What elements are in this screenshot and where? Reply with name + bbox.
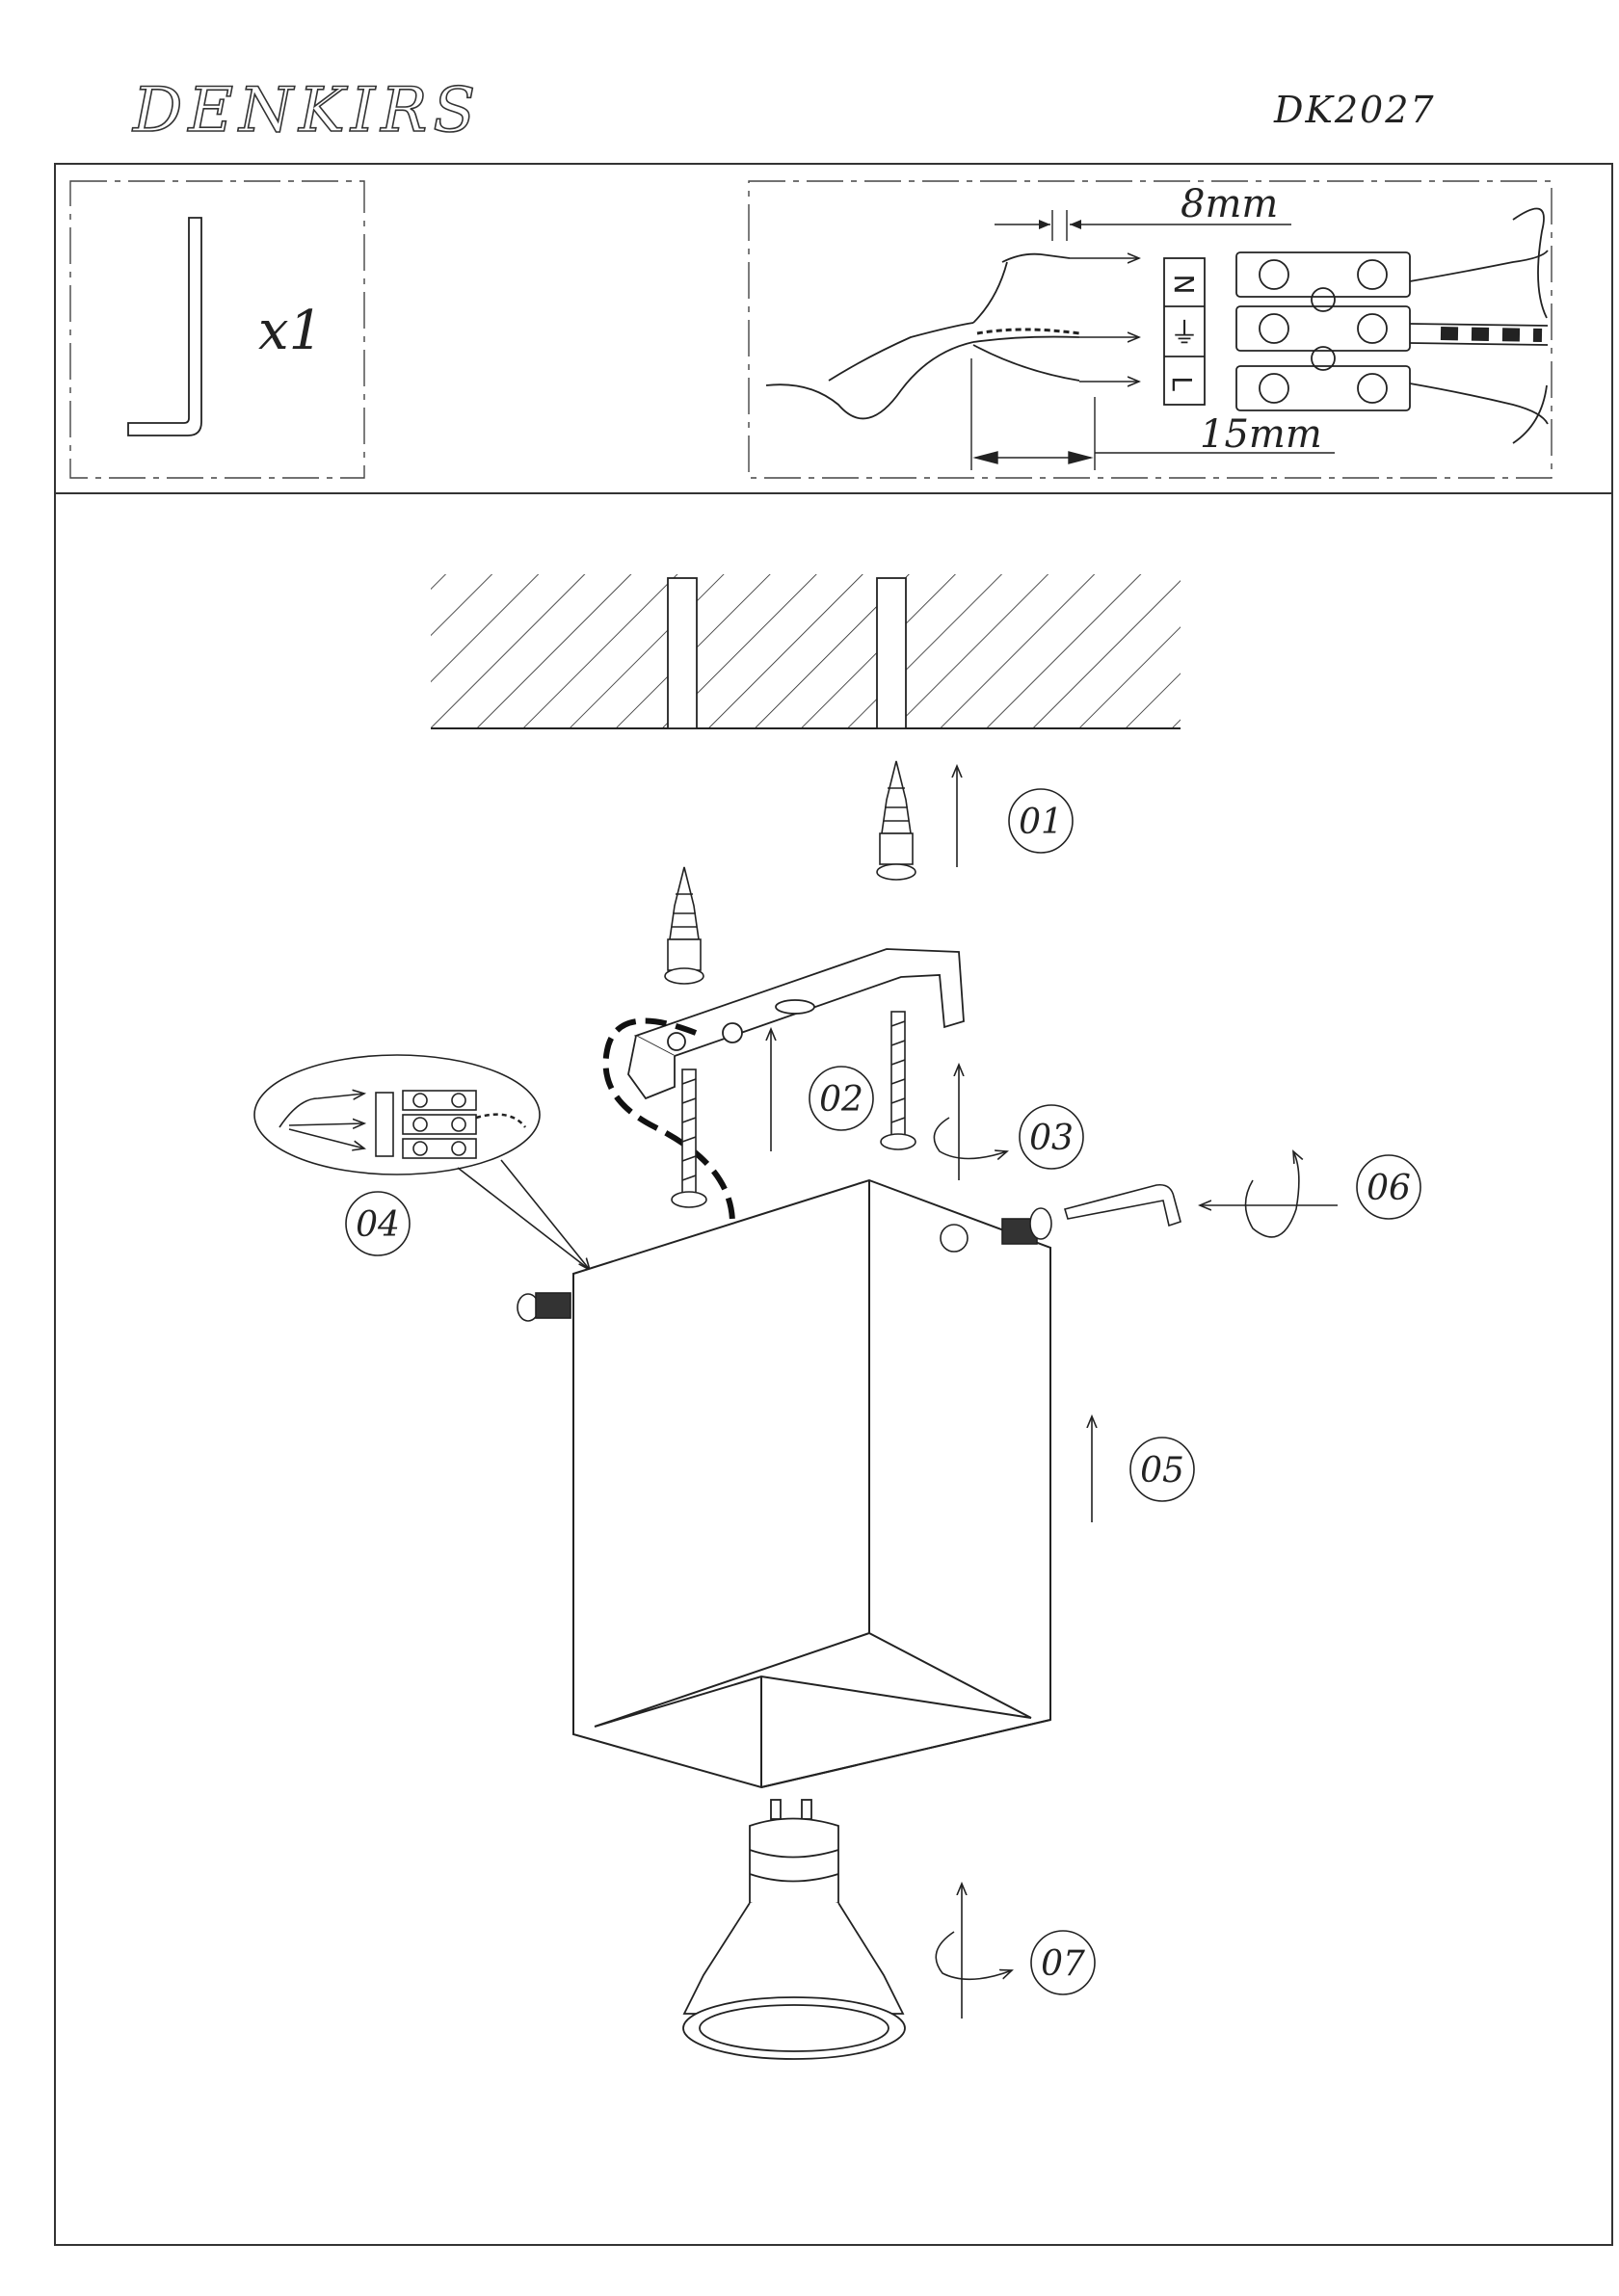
strip-length-8mm: 8mm	[1181, 182, 1278, 226]
earth-wire	[602, 1017, 735, 1225]
gu10-bulb	[682, 1799, 906, 2060]
step-label-05: 05	[1140, 1451, 1184, 1491]
wiring-inset	[253, 1054, 590, 1270]
step-label-04: 04	[356, 1205, 400, 1245]
terminal-label-n: N	[1168, 275, 1200, 295]
strip-dimension-8mm	[995, 210, 1291, 241]
strip-length-15mm: 15mm	[1200, 412, 1322, 457]
set-screw-right	[940, 1207, 1052, 1253]
step-03-rotate-arrow	[933, 1065, 1007, 1180]
page-frame	[54, 163, 1613, 2246]
parts-panel: x1	[69, 180, 365, 479]
step-label-01: 01	[1019, 803, 1063, 842]
allen-key-icon	[127, 217, 202, 436]
power-cable	[765, 252, 1080, 420]
second-wall-plug-icon	[664, 866, 704, 985]
allen-key-tool	[1063, 1183, 1181, 1227]
step-06-rotate-arrow	[1200, 1151, 1338, 1238]
step-label-02: 02	[819, 1080, 863, 1120]
step-label-03: 03	[1029, 1119, 1074, 1158]
terminal-label-earth: ⏚	[1170, 317, 1199, 351]
allen-key-quantity: x1	[258, 300, 323, 362]
step-07-rotate-arrow	[935, 1884, 1012, 2019]
wiring-panel: 8mm 15mm N ⏚ L	[748, 180, 1553, 479]
bracket-screw-right	[880, 1011, 916, 1150]
step-label-06: 06	[1367, 1169, 1411, 1208]
terminal-block	[1163, 251, 1411, 411]
output-cable	[1409, 207, 1549, 444]
mounting-bracket	[627, 948, 965, 1100]
lamp-housing	[572, 1178, 1051, 1789]
ceiling-section	[431, 574, 1181, 729]
terminal-label-l: L	[1166, 376, 1198, 391]
bracket-screw-left	[671, 1069, 707, 1208]
step-badges	[345, 788, 1421, 1995]
wire-direction-arrows	[1070, 258, 1139, 382]
set-screw-left	[517, 1292, 571, 1322]
strip-dimension-15mm	[970, 358, 1335, 470]
step-label-07: 07	[1041, 1944, 1085, 1984]
model-number: DK2027	[1274, 89, 1436, 131]
brand-logo: DENKIRS	[132, 74, 482, 147]
wall-plug-icon	[876, 760, 916, 881]
